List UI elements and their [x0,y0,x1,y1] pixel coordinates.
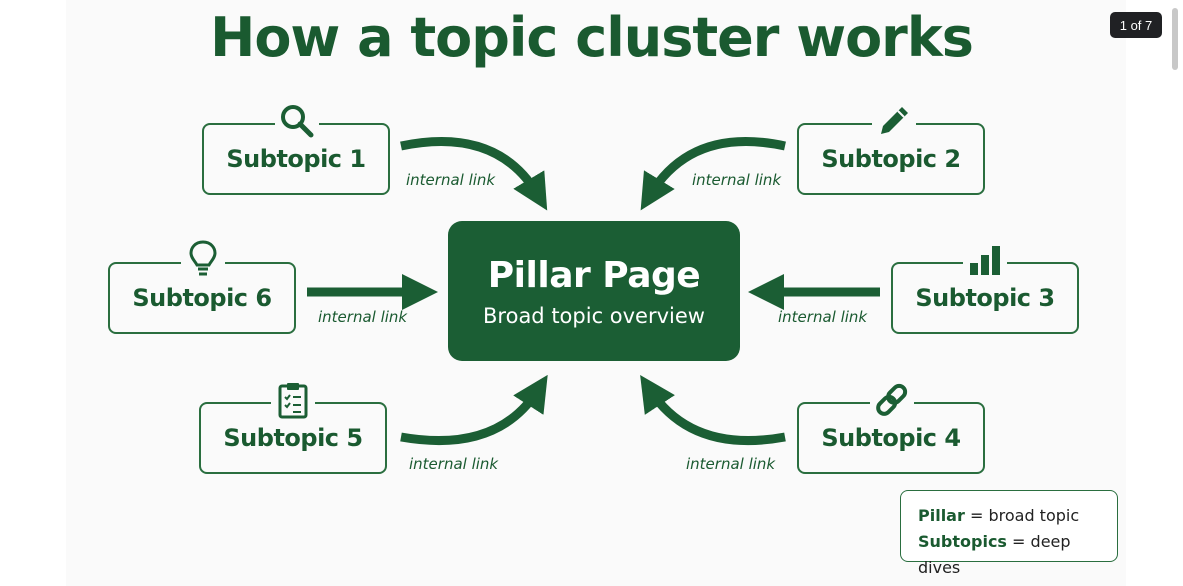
arrow-subtopic-1 [400,137,548,211]
link-icon [870,380,914,420]
magnifier-icon [275,101,319,141]
subtopic-4-box: Subtopic 4 [797,402,985,474]
page-title: How a topic cluster works [210,6,974,69]
pencil-icon [872,101,916,141]
scrollbar-thumb[interactable] [1172,8,1178,70]
legend-subtopics-row: Subtopics = deep dives [918,529,1117,581]
legend-pillar-term: Pillar [918,506,965,525]
subtopic-4-label: Subtopic 4 [821,424,961,452]
link-label-6: internal link [318,308,408,326]
subtopic-6-label: Subtopic 6 [132,284,272,312]
legend-subtopics-term: Subtopics [918,532,1007,551]
arrow-subtopic-2 [640,137,786,211]
page-indicator-badge: 1 of 7 [1110,12,1162,38]
pillar-subtitle: Broad topic overview [483,303,705,328]
subtopic-3-label: Subtopic 3 [915,284,1055,312]
link-label-1: internal link [406,171,496,189]
link-label-4: internal link [686,455,776,473]
link-label-5: internal link [409,455,499,473]
link-label-2: internal link [692,171,782,189]
link-label-3: internal link [778,308,868,326]
legend-pillar-row: Pillar = broad topic [918,503,1117,529]
subtopic-3-box: Subtopic 3 [891,262,1079,334]
lightbulb-icon [181,238,225,278]
bar-chart-icon [963,240,1007,280]
legend-box: Pillar = broad topic Subtopics = deep di… [900,490,1118,577]
legend-subtopics-def: = deep dives [918,532,1071,577]
subtopic-1-label: Subtopic 1 [226,145,366,173]
arrow-subtopic-4 [640,374,786,446]
subtopic-5-label: Subtopic 5 [223,424,363,452]
pillar-page-box: Pillar Page Broad topic overview [448,221,740,361]
clipboard-checklist-icon [271,380,315,420]
pillar-title: Pillar Page [487,254,701,296]
subtopic-2-label: Subtopic 2 [821,145,961,173]
arrow-subtopic-5 [400,374,548,446]
legend-pillar-def: = broad topic [969,506,1080,525]
